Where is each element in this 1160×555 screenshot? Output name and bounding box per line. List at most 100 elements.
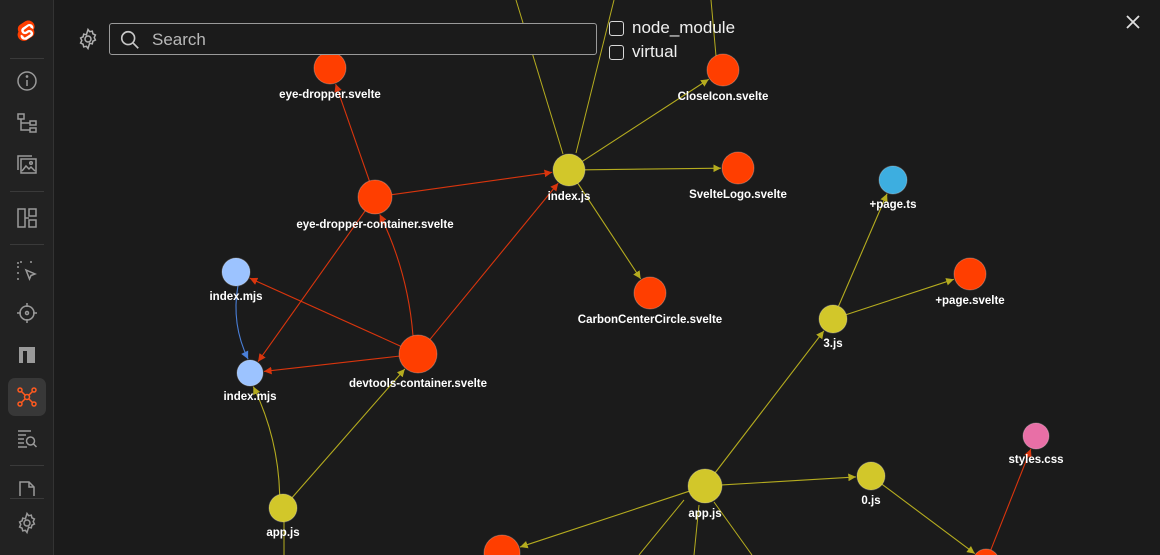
graph-node[interactable]: styles.css bbox=[1009, 422, 1064, 466]
search-input[interactable] bbox=[150, 24, 594, 56]
graph-edge bbox=[721, 473, 857, 486]
graph-edge bbox=[263, 355, 400, 375]
graph-node[interactable]: eye-dropper.svelte bbox=[279, 51, 381, 101]
graph-node-label: index.js bbox=[548, 191, 591, 203]
graph-node[interactable] bbox=[973, 548, 999, 555]
graph-node-circle[interactable] bbox=[856, 461, 886, 491]
graph-node-circle[interactable] bbox=[236, 359, 264, 387]
graph-node-label: eye-dropper-container.svelte bbox=[296, 219, 453, 231]
graph-node-label: +page.ts bbox=[870, 199, 917, 211]
graph-node-circle[interactable] bbox=[398, 334, 438, 374]
sidebar bbox=[0, 0, 54, 555]
dependency-graph[interactable]: eye-dropper.svelte CloseIcon.svelte index.… bbox=[54, 0, 1160, 555]
virtual-filter[interactable]: virtual bbox=[609, 42, 677, 62]
close-icon[interactable] bbox=[1123, 12, 1143, 32]
graph-node[interactable]: index.mjs bbox=[223, 359, 277, 403]
graph-node[interactable]: +page.svelte bbox=[935, 257, 1005, 307]
graph-node-circle[interactable] bbox=[357, 179, 393, 215]
graph-icon[interactable] bbox=[8, 378, 46, 416]
graph-node-circle[interactable] bbox=[268, 493, 298, 523]
graph-node[interactable]: SvelteLogo.svelte bbox=[689, 151, 787, 201]
sidebar-divider bbox=[10, 244, 44, 245]
svelte-logo-icon[interactable] bbox=[8, 13, 46, 51]
graph-node-label: +page.svelte bbox=[935, 295, 1004, 307]
graph-edge bbox=[577, 183, 642, 280]
graph-node[interactable]: index.js bbox=[548, 153, 591, 203]
graph-node-label: CloseIcon.svelte bbox=[678, 91, 769, 103]
sidebar-divider bbox=[10, 498, 44, 499]
graph-node-circle[interactable] bbox=[221, 257, 251, 287]
graph-edge bbox=[429, 182, 559, 340]
info-icon[interactable] bbox=[8, 62, 46, 100]
graph-node-circle[interactable] bbox=[687, 468, 723, 504]
graph-node-label: 0.js bbox=[861, 495, 880, 507]
virtual-label: virtual bbox=[632, 42, 678, 61]
virtual-checkbox[interactable] bbox=[609, 44, 624, 60]
graph-edge bbox=[391, 169, 553, 196]
graph-node-label: styles.css bbox=[1009, 454, 1064, 466]
graph-edge bbox=[379, 214, 414, 336]
graph-node-label: app.js bbox=[266, 527, 299, 539]
graph-node-label: CarbonCenterCircle.svelte bbox=[578, 314, 722, 326]
graph-node[interactable]: 0.js bbox=[856, 461, 886, 507]
graph-node-circle[interactable] bbox=[818, 304, 848, 334]
npm-icon[interactable] bbox=[8, 336, 46, 374]
graph-settings-icon[interactable] bbox=[76, 27, 100, 51]
inspect-icon[interactable] bbox=[8, 252, 46, 290]
graph-node[interactable]: app.js bbox=[687, 468, 723, 520]
graph-node-label: index.mjs bbox=[209, 291, 262, 303]
graph-node-circle[interactable] bbox=[1022, 422, 1050, 450]
graph-node-circle[interactable] bbox=[633, 276, 667, 310]
assets-icon[interactable] bbox=[8, 146, 46, 184]
graph-node[interactable]: devtools-container.svelte bbox=[349, 334, 487, 390]
graph-node-label: SvelteLogo.svelte bbox=[689, 189, 787, 201]
sidebar-divider bbox=[10, 191, 44, 192]
graph-node-circle[interactable] bbox=[483, 534, 521, 555]
graph-node-label: eye-dropper.svelte bbox=[279, 89, 381, 101]
search-code-icon[interactable] bbox=[8, 420, 46, 458]
graph-edge bbox=[249, 277, 401, 347]
crosshair-icon[interactable] bbox=[8, 294, 46, 332]
graph-node[interactable] bbox=[483, 534, 521, 555]
sidebar-divider bbox=[10, 465, 44, 466]
graph-node[interactable]: CarbonCenterCircle.svelte bbox=[578, 276, 722, 326]
component-tree-icon[interactable] bbox=[8, 104, 46, 142]
graph-edge bbox=[257, 210, 366, 362]
graph-edge bbox=[291, 368, 406, 498]
node-module-label: node_module bbox=[632, 18, 736, 37]
graph-edge bbox=[582, 78, 710, 162]
graph-node[interactable]: +page.ts bbox=[870, 165, 917, 211]
graph-node-circle[interactable] bbox=[953, 257, 987, 291]
graph-node[interactable]: app.js bbox=[266, 493, 300, 539]
graph-node-circle[interactable] bbox=[721, 151, 755, 185]
graph-node[interactable]: eye-dropper-container.svelte bbox=[296, 179, 454, 231]
graph-edge-offscreen bbox=[713, 501, 753, 555]
graph-edge-offscreen bbox=[710, 0, 717, 57]
graph-node[interactable]: CloseIcon.svelte bbox=[678, 53, 769, 103]
node-module-checkbox[interactable] bbox=[609, 20, 624, 36]
search-icon bbox=[120, 30, 139, 49]
search-box bbox=[109, 23, 597, 56]
graph-edge bbox=[519, 490, 690, 549]
graph-node-label: app.js bbox=[688, 508, 721, 520]
graph-node-label: devtools-container.svelte bbox=[349, 378, 487, 390]
graph-edge bbox=[235, 285, 249, 360]
graph-node-label: 3.js bbox=[823, 338, 842, 350]
graph-node-circle[interactable] bbox=[706, 53, 740, 87]
document-icon[interactable] bbox=[8, 472, 46, 496]
graph-edge bbox=[846, 278, 955, 316]
graph-node-label: index.mjs bbox=[223, 391, 276, 403]
graph-node-circle[interactable] bbox=[552, 153, 586, 187]
graph-edge-offscreen bbox=[638, 499, 685, 555]
graph-node-circle[interactable] bbox=[313, 51, 347, 85]
graph-edge bbox=[334, 83, 370, 182]
graph-edge-offscreen bbox=[575, 0, 615, 154]
graph-node[interactable]: 3.js bbox=[818, 304, 848, 350]
graph-edge bbox=[881, 483, 976, 555]
graph-node-circle[interactable] bbox=[878, 165, 908, 195]
graph-node[interactable]: index.mjs bbox=[209, 257, 263, 303]
split-view-icon[interactable] bbox=[8, 199, 46, 237]
node-module-filter[interactable]: node_module bbox=[609, 18, 735, 38]
graph-node-circle[interactable] bbox=[973, 548, 999, 555]
settings-icon[interactable] bbox=[8, 504, 46, 542]
